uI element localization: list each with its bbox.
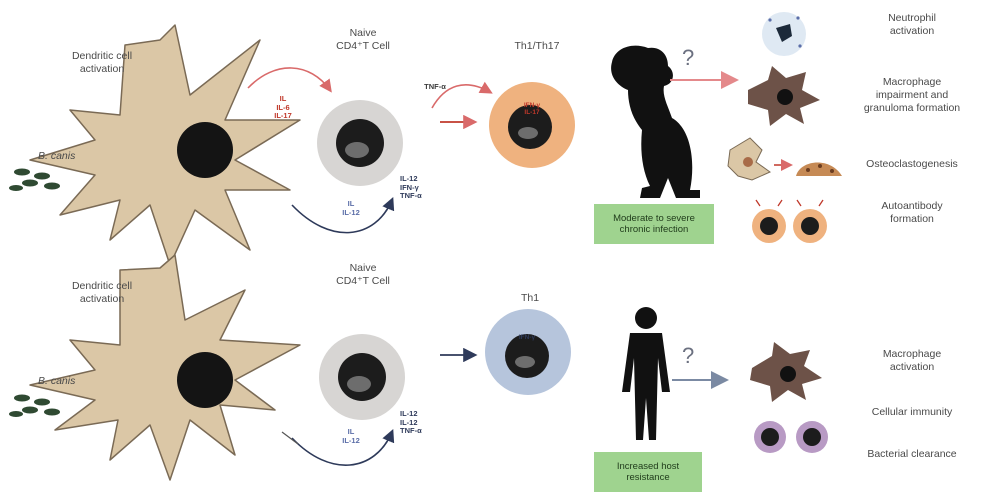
bottom-outcome-box: Increased host resistance (594, 452, 702, 492)
top-outcome-1: Neutrophil activation (852, 12, 972, 38)
top-th-label: Th1/Th17 (492, 40, 582, 53)
bacteria-icon (9, 395, 60, 418)
arrow-dc-to-naive (248, 68, 330, 90)
top-pathogen-label: B. canis (38, 150, 98, 163)
top-outcome-4: Autoantibody formation (852, 200, 972, 226)
bacteria-icon (9, 169, 60, 192)
bottom-cytokines-blue: IL IL-12 (336, 428, 366, 445)
bottom-th-inner: IFN-γ (512, 334, 542, 341)
top-naive-label: Naive CD4⁺T Cell (318, 27, 408, 53)
nucleus-icon (177, 352, 233, 408)
top-question-mark: ? (682, 45, 694, 71)
bottom-dc-label: Dendritic cell activation (42, 280, 162, 306)
tick-mark (282, 432, 298, 444)
bottom-outcome-2: Cellular immunity (852, 406, 972, 419)
t-cell-icon (317, 100, 403, 186)
top-cytokine-tnf: TNF-α (420, 83, 450, 92)
top-cytokines-blue: IL IL-12 (336, 200, 366, 217)
top-cytokines-out: IL-12 IFN-γ TNF-α (400, 175, 440, 201)
top-outcome-box: Moderate to severe chronic infection (594, 204, 714, 244)
t-cell-icon (319, 334, 405, 420)
top-th-inner: IFN-γ IL-17 (515, 102, 549, 117)
th1-cell-icon (485, 309, 571, 395)
plasma-cell-icon (752, 200, 827, 243)
osteoclast-icon (728, 138, 842, 180)
bottom-outcome-3: Bacterial clearance (852, 448, 972, 461)
plasma-cell-icon (754, 421, 828, 453)
macrophage-icon (750, 342, 822, 402)
bottom-outcome-1: Macrophage activation (852, 348, 972, 374)
top-cytokines-red: IL IL-6 IL-17 (268, 95, 298, 121)
top-outcome-3: Osteoclastogenesis (852, 158, 972, 171)
th1th17-cell-icon (489, 82, 575, 168)
bottom-pathogen-label: B. canis (38, 375, 98, 388)
bottom-naive-label: Naive CD4⁺T Cell (318, 262, 408, 288)
neutrophil-icon (762, 12, 806, 56)
top-dc-label: Dendritic cell activation (42, 50, 162, 76)
bottom-question-mark: ? (682, 343, 694, 369)
nucleus-icon (177, 122, 233, 178)
human-silhouette-icon (622, 307, 670, 440)
top-outcome-2: Macrophage impairment and granuloma form… (852, 76, 972, 115)
bottom-cytokines-out: IL-12 IL-12 TNF-α (400, 410, 440, 436)
macrophage-icon (748, 66, 820, 126)
bottom-th-label: Th1 (500, 292, 560, 305)
